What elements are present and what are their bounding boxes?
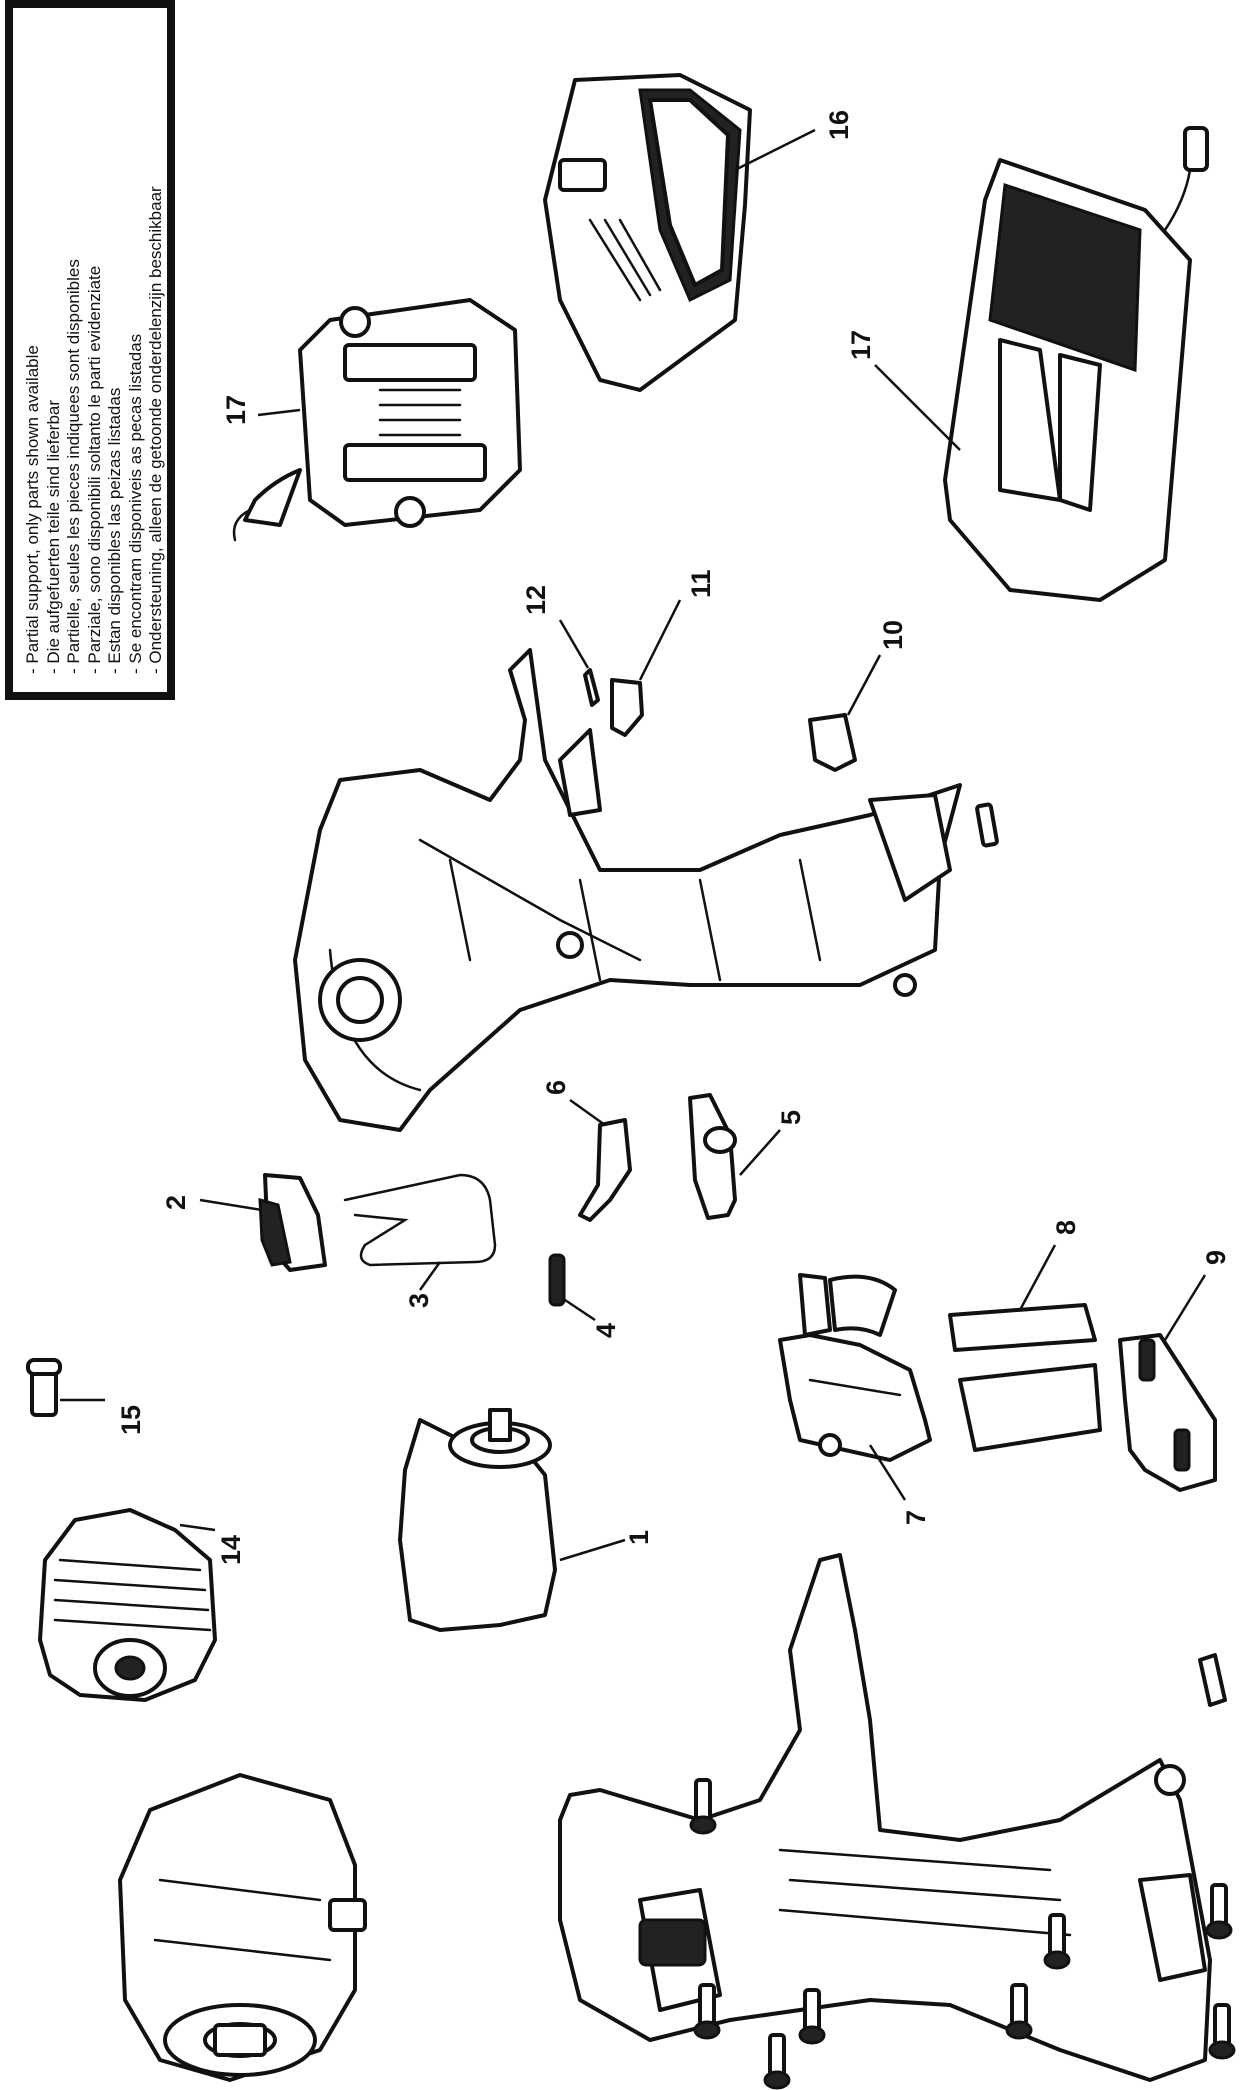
- callout-15: 15: [116, 1405, 146, 1435]
- screw-3: [1205, 1883, 1233, 1940]
- callout-17-charger: 17: [846, 330, 876, 360]
- callout-1: 1: [624, 1530, 654, 1545]
- callout-17-connector: 17: [221, 395, 251, 425]
- callout-11: 11: [686, 569, 716, 598]
- motor-part-1: [398, 1408, 626, 1632]
- cap-part-2: [199, 1173, 327, 1272]
- callout-10: 10: [878, 620, 908, 650]
- callout-8: 8: [1051, 1220, 1081, 1235]
- callout-16: 16: [824, 110, 854, 140]
- small-spring-part-4: [548, 1253, 596, 1322]
- charger-part: [874, 126, 1209, 602]
- callout-12: 12: [521, 585, 551, 615]
- chuck-screw-part-15: [26, 1358, 105, 1417]
- gearbox-assembly: [118, 1773, 367, 2082]
- screw-8: [763, 2033, 791, 2090]
- pin-part-12: [558, 619, 600, 707]
- main-housing-half: [293, 648, 962, 1132]
- callout-5: 5: [776, 1110, 806, 1125]
- label-strip-part-8: [948, 1244, 1097, 1352]
- callout-9: 9: [1201, 1250, 1231, 1265]
- keyless-chuck-part-14: [38, 1508, 217, 1702]
- lock-button-part-11: [610, 599, 682, 737]
- small-pin: [975, 802, 999, 848]
- direction-button-part-5: [688, 1093, 781, 1220]
- battery-connector-part: [232, 298, 522, 542]
- screw-1: [689, 1778, 717, 1835]
- screw-6: [693, 1983, 721, 2040]
- housing-screws: [689, 1778, 1236, 2090]
- screw-5: [1208, 2003, 1236, 2060]
- callout-4: 4: [591, 1323, 621, 1338]
- callout-6: 6: [541, 1080, 571, 1095]
- screw-4: [1005, 1983, 1033, 2040]
- spring-clip-part-3: [343, 1173, 497, 1291]
- outer-housing-shell: [558, 1553, 1227, 2082]
- callout-7: 7: [901, 1510, 931, 1525]
- terminal-block-part-9: [958, 1274, 1217, 1492]
- screw-2: [1043, 1913, 1071, 1970]
- slider-plate-part-6: [569, 1098, 632, 1222]
- callout-2: 2: [161, 1195, 191, 1210]
- screw-7: [798, 1988, 826, 2045]
- switch-button-part-10: [808, 654, 882, 772]
- battery-pack-part: [543, 73, 816, 392]
- callout-3: 3: [404, 1293, 434, 1308]
- switch-assembly-part-7: [778, 1273, 932, 1501]
- callout-14: 14: [216, 1535, 246, 1565]
